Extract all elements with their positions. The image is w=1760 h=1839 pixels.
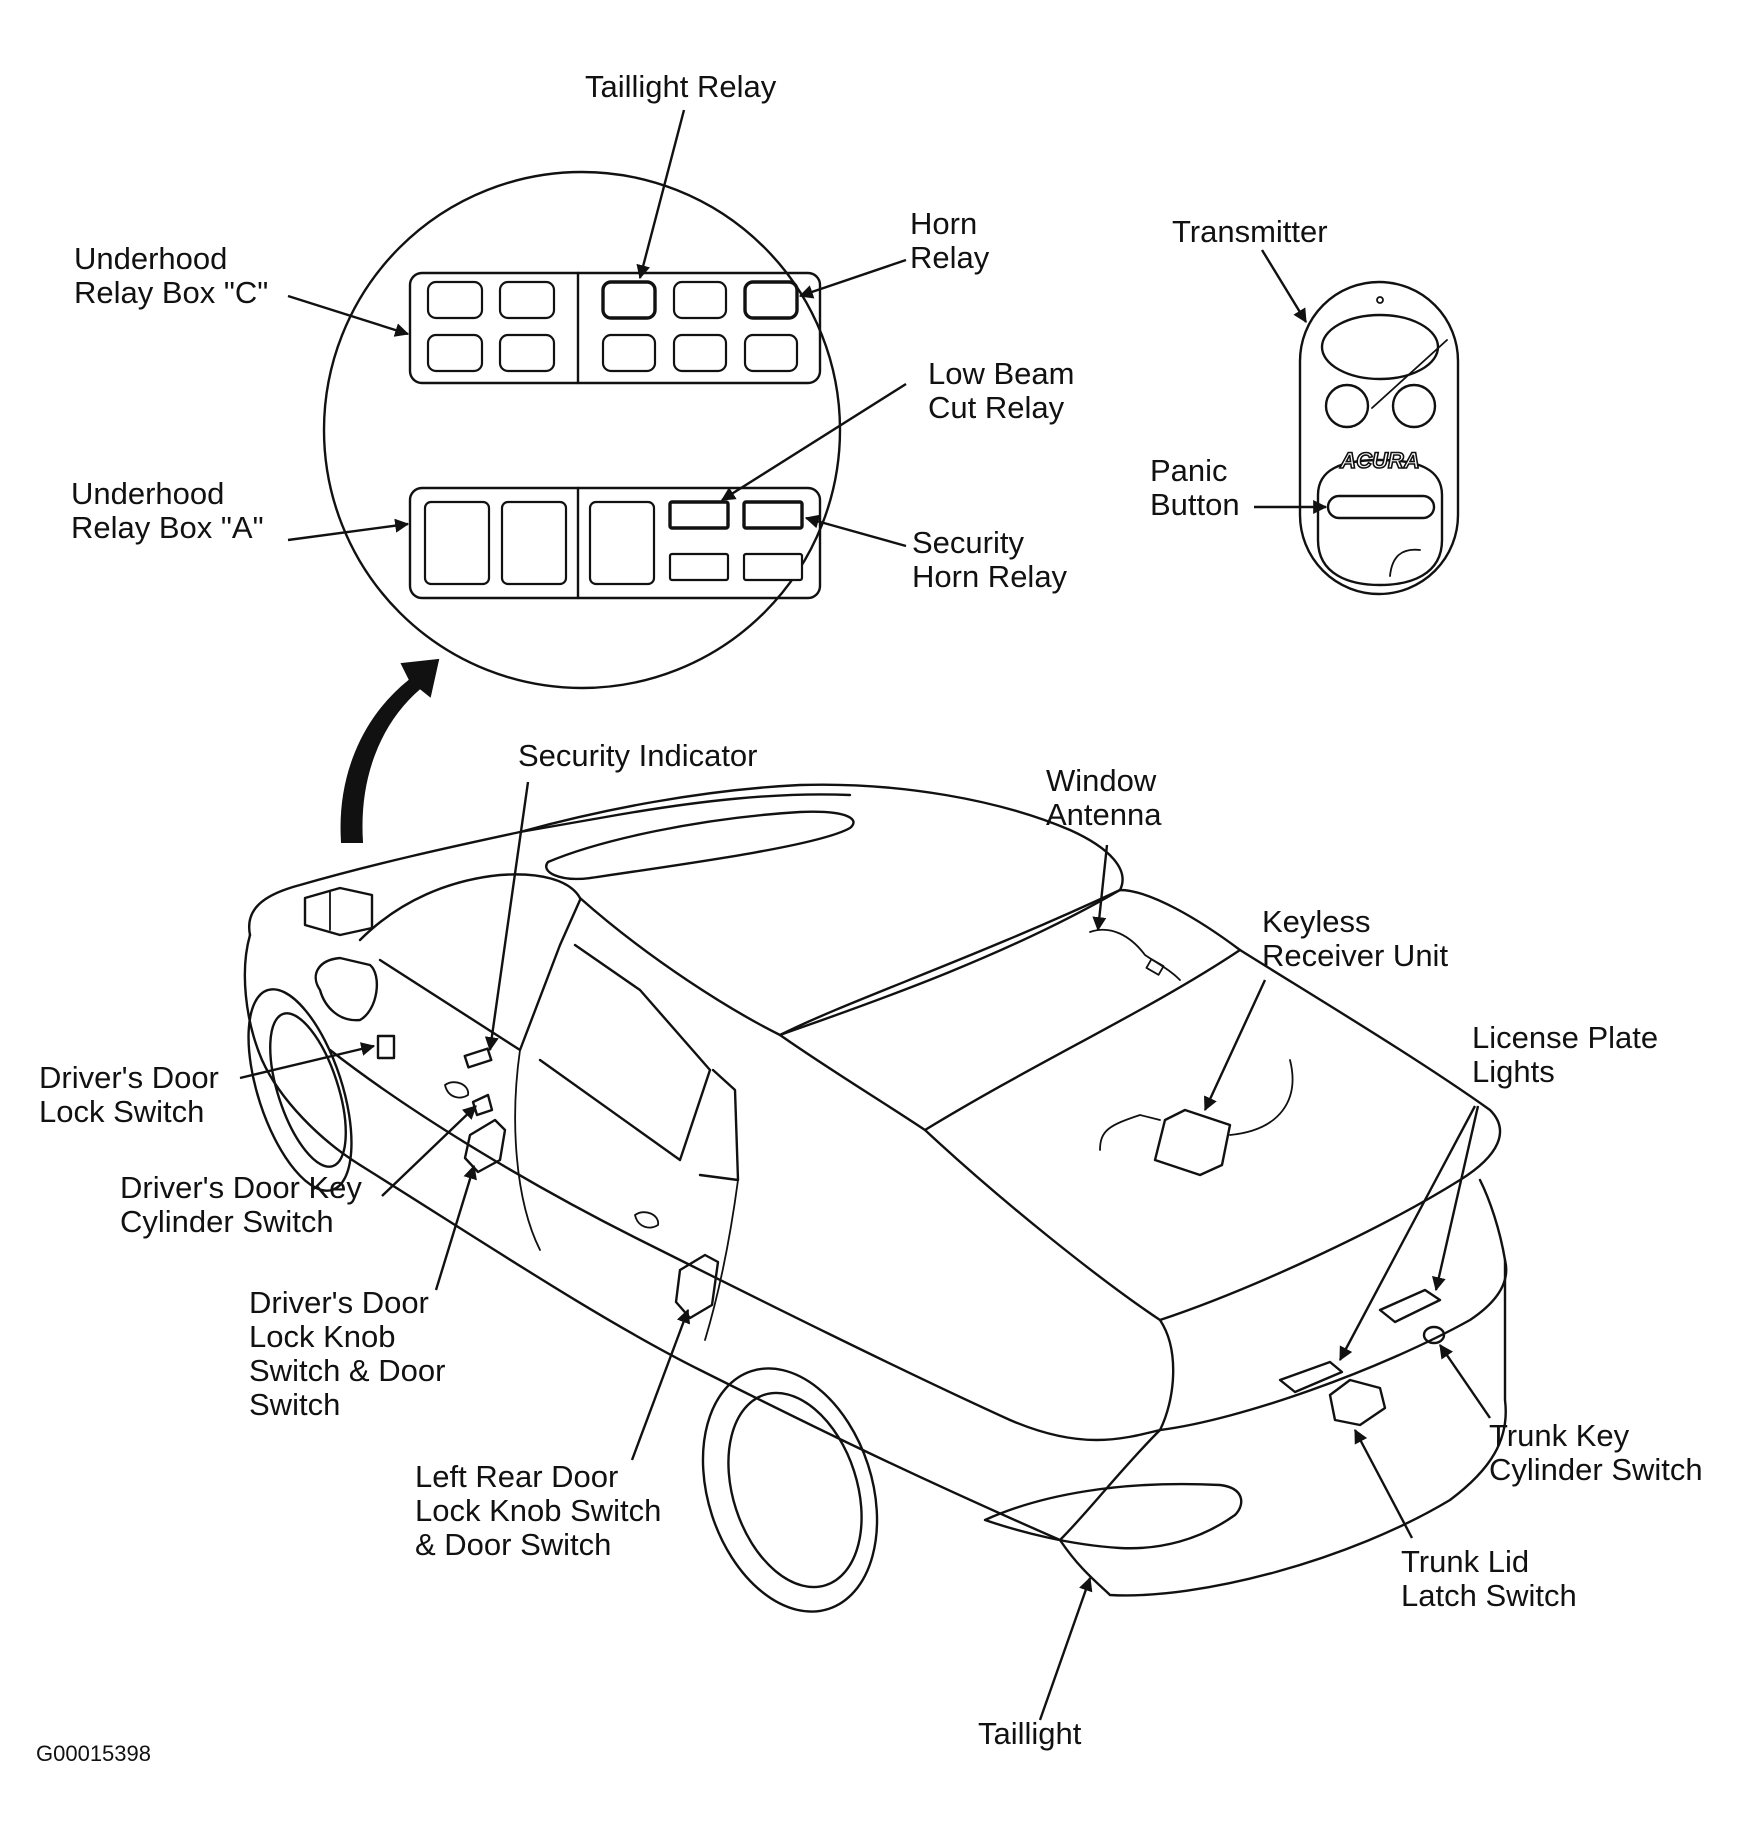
label-taillight: Taillight — [978, 1716, 1082, 1751]
label-drivers-door-key-cylinder-switch: Driver's Door Key Cylinder Switch — [120, 1170, 362, 1239]
label-trunk-lid-latch-switch: Trunk Lid Latch Switch — [1401, 1544, 1577, 1613]
drivers-door-lock-knob-part — [463, 1118, 507, 1174]
underhood-relay-box-a — [408, 486, 822, 600]
figure-id: G00015398 — [36, 1741, 151, 1766]
label-drivers-door-lock-switch: Driver's Door Lock Switch — [39, 1060, 219, 1129]
leader-lines — [239, 109, 1491, 1721]
car-body — [243, 783, 1508, 1613]
label-left-rear-door-lock-knob-switch: Left Rear Door Lock Knob Switch & Door S… — [415, 1459, 662, 1562]
security-horn-relay — [742, 500, 804, 530]
label-keyless-receiver-unit: Keyless Receiver Unit — [1262, 904, 1449, 973]
left-rear-door-lock-knob-part — [674, 1253, 720, 1320]
label-low-beam-cut-relay: Low Beam Cut Relay — [928, 356, 1075, 425]
license-plate-light-left — [1278, 1360, 1344, 1394]
horn-relay — [743, 280, 799, 320]
license-plate-light-right — [1378, 1288, 1442, 1324]
magnify-arrow — [340, 658, 440, 843]
trunk-lid-latch-part — [1328, 1378, 1387, 1427]
taillight-relay — [601, 280, 657, 320]
underhood-relay-box-c — [408, 271, 822, 385]
panic-button — [1326, 494, 1436, 520]
label-trunk-key-cylinder-switch: Trunk Key Cylinder Switch — [1489, 1418, 1703, 1487]
label-security-horn-relay: Security Horn Relay — [912, 525, 1068, 594]
label-transmitter: Transmitter — [1172, 214, 1328, 249]
low-beam-cut-relay — [668, 500, 730, 530]
window-antenna-wire — [1089, 928, 1181, 981]
acura-logo: ACURA — [1339, 448, 1419, 473]
label-security-indicator: Security Indicator — [518, 738, 758, 773]
label-window-antenna: Window Antenna — [1046, 763, 1162, 832]
trunk-key-cylinder-part — [1422, 1325, 1446, 1345]
label-taillight-relay: Taillight Relay — [585, 69, 777, 104]
security-indicator-part — [463, 1047, 493, 1069]
label-panic-button: Panic Button — [1150, 453, 1240, 522]
drivers-door-lock-switch-part — [376, 1034, 396, 1060]
relay-detail-circle — [322, 170, 842, 690]
label-underhood-relay-box-a: Underhood Relay Box "A" — [71, 476, 264, 545]
drivers-door-key-cylinder-part — [471, 1093, 494, 1117]
label-license-plate-lights: License Plate Lights — [1472, 1020, 1659, 1089]
label-horn-relay: Horn Relay — [910, 206, 990, 275]
label-drivers-door-lock-knob-switch: Driver's Door Lock Knob Switch & Door Sw… — [249, 1285, 446, 1422]
transmitter-fob — [1298, 280, 1460, 596]
label-underhood-relay-box-c: Underhood Relay Box "C" — [74, 241, 269, 310]
keyless-receiver-unit-part — [1153, 1108, 1232, 1177]
